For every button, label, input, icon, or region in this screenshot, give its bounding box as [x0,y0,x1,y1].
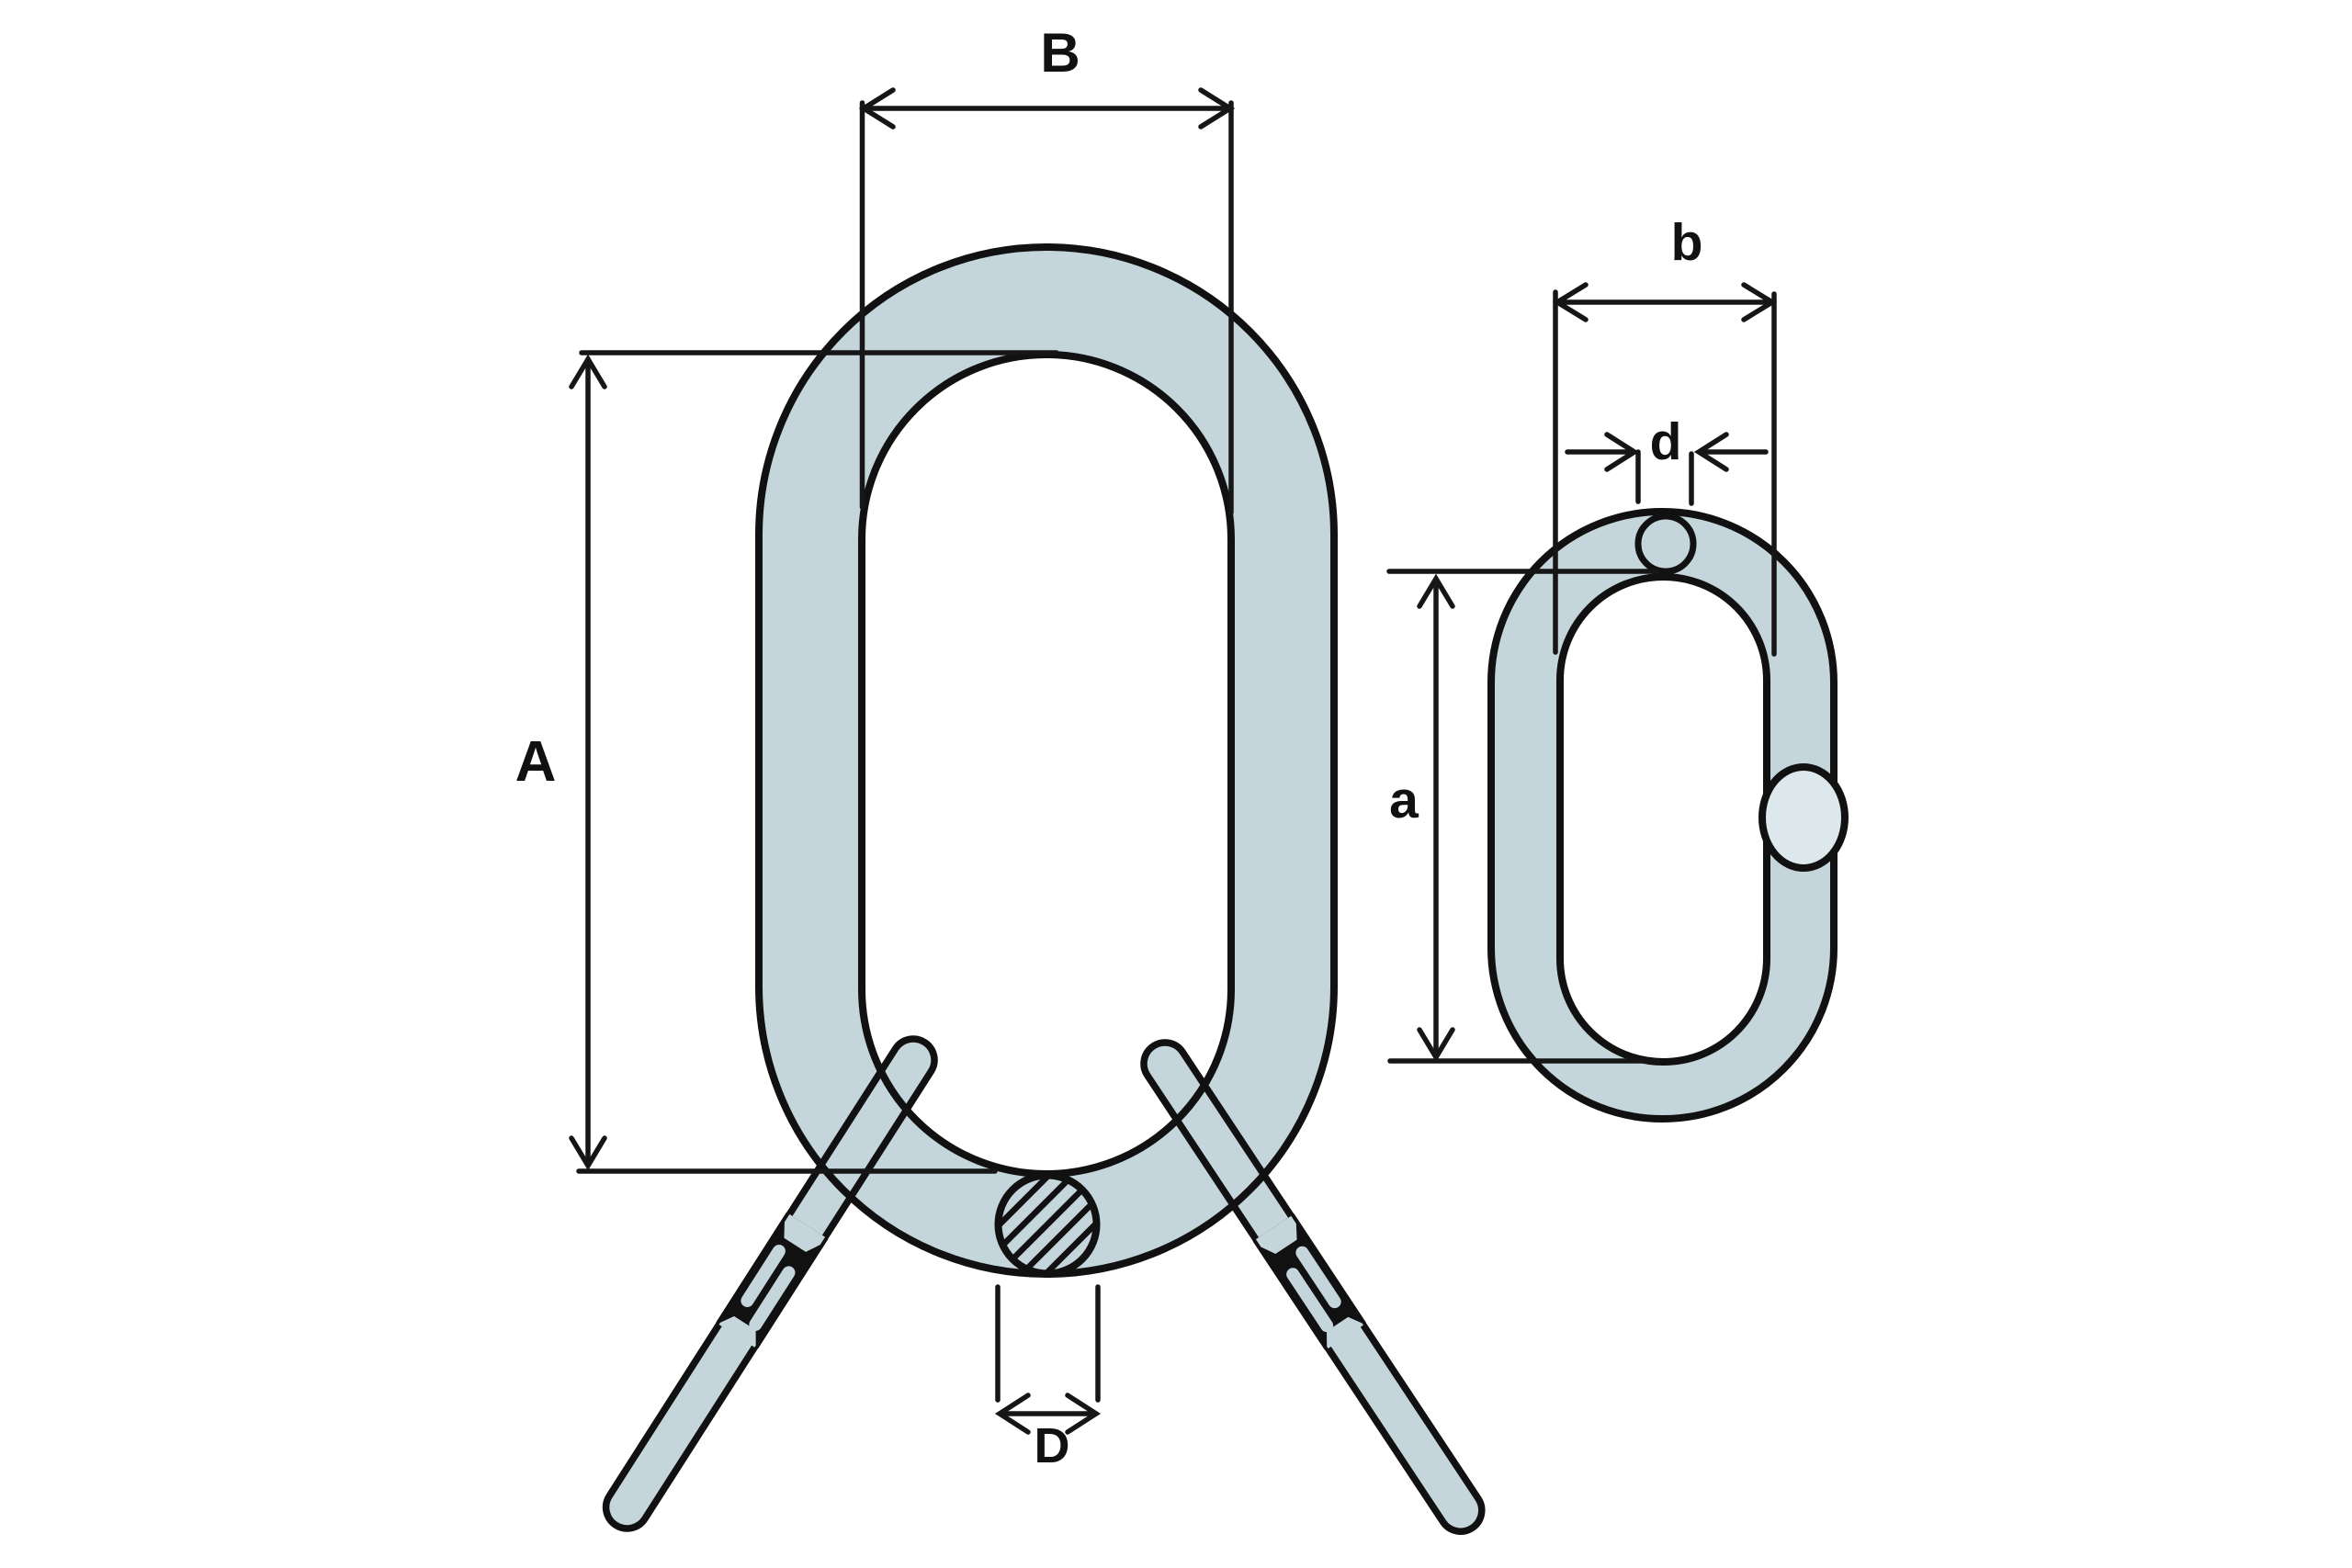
svg-text:b: b [1671,213,1703,272]
svg-text:D: D [1035,1418,1070,1473]
svg-text:B: B [1040,22,1080,84]
svg-text:a: a [1389,771,1419,829]
svg-text:A: A [515,730,557,794]
svg-text:d: d [1650,412,1682,471]
